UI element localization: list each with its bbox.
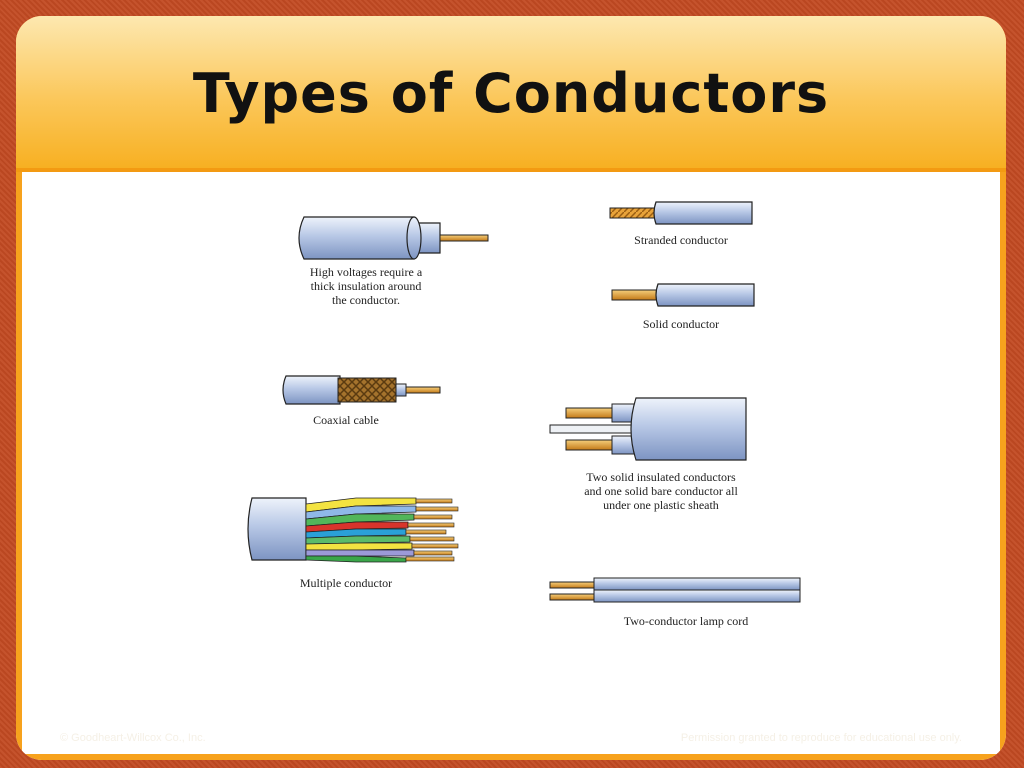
content-area [22, 172, 1000, 754]
solid-caption: Solid conductor [642, 317, 720, 331]
footer-permission: Permission granted to reproduce for educ… [680, 732, 962, 744]
lamp-cord-caption: Two-conductor lamp cord [623, 614, 749, 628]
slide-title: Types of Conductors [192, 62, 830, 125]
stranded-conductor-illustration [609, 201, 753, 225]
stranded-caption: Stranded conductor [634, 233, 728, 247]
multiple-conductor-illustration [247, 497, 459, 563]
multiple-caption: Multiple conductor [299, 576, 393, 590]
title-band: Types of Conductors [16, 16, 1006, 172]
high-voltage-caption: High voltages require a thick insulation… [309, 265, 423, 307]
coaxial-caption: Coaxial cable [313, 413, 379, 427]
footer-copyright: © Goodheart-Willcox Co., Inc. [60, 732, 206, 744]
solid-conductor-illustration [611, 283, 755, 307]
two-solid-caption: Two solid insulated conductors and one s… [584, 470, 738, 512]
slide: Types of Conductors [16, 16, 1006, 760]
coaxial-cable-illustration [282, 375, 441, 405]
two-conductor-lamp-cord-illustration [549, 577, 801, 603]
two-solid-insulated-conductors-illustration [549, 397, 747, 461]
high-voltage-cable-illustration [298, 216, 489, 260]
